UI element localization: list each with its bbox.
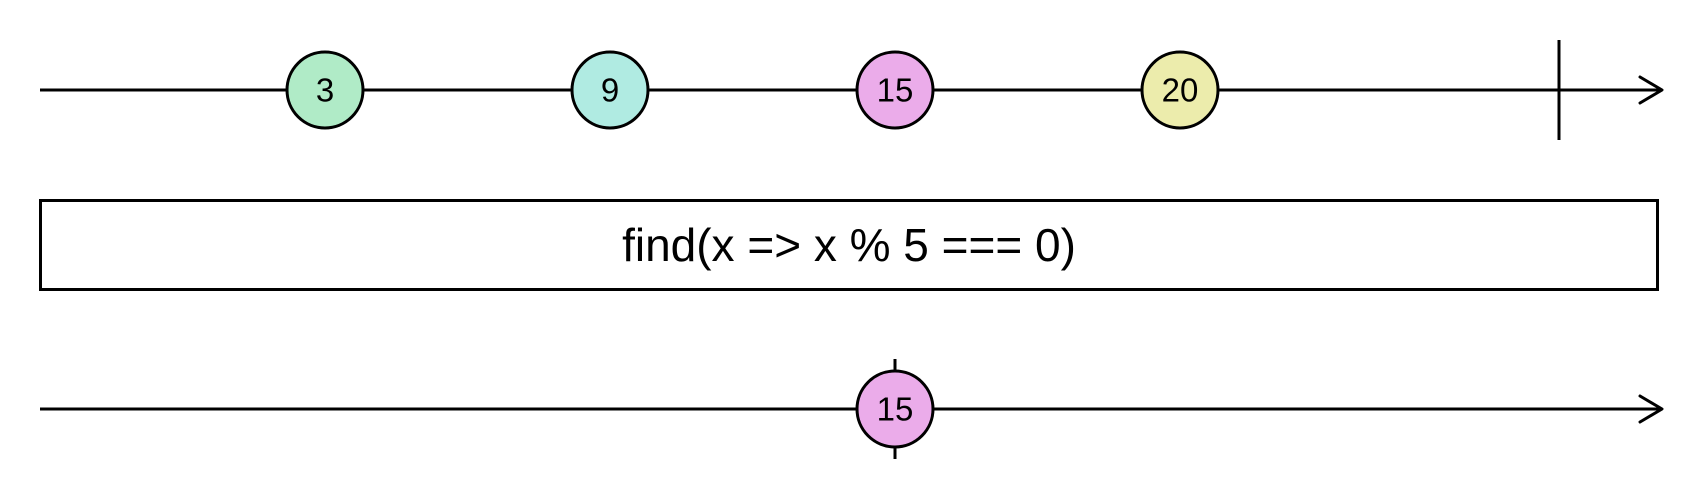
input-marble-2-label: 9 <box>601 72 619 109</box>
output-marble-1-circle <box>855 369 935 449</box>
input-marble-4: 20 <box>1140 50 1220 130</box>
input-marble-1-label: 3 <box>316 72 334 109</box>
operator-box: find(x => x % 5 === 0) <box>39 199 1659 291</box>
input-stream: 3 9 15 20 <box>40 40 1664 140</box>
output-marble-1: 15 <box>855 369 935 449</box>
input-marble-1: 3 <box>285 50 365 130</box>
output-marble-1-label: 15 <box>877 391 914 428</box>
input-arrow-icon <box>1638 75 1664 105</box>
operator-label: find(x => x % 5 === 0) <box>622 219 1076 271</box>
input-marble-3-circle <box>855 50 935 130</box>
input-marble-4-circle <box>1140 50 1220 130</box>
input-marble-1-circle <box>285 50 365 130</box>
input-marble-3-label: 15 <box>877 72 914 109</box>
output-stream: 15 <box>40 359 1664 459</box>
output-arrow-icon <box>1638 394 1664 424</box>
input-marble-2-circle <box>570 50 650 130</box>
input-marble-3: 15 <box>855 50 935 130</box>
input-marble-4-label: 20 <box>1162 72 1199 109</box>
input-marble-2: 9 <box>570 50 650 130</box>
